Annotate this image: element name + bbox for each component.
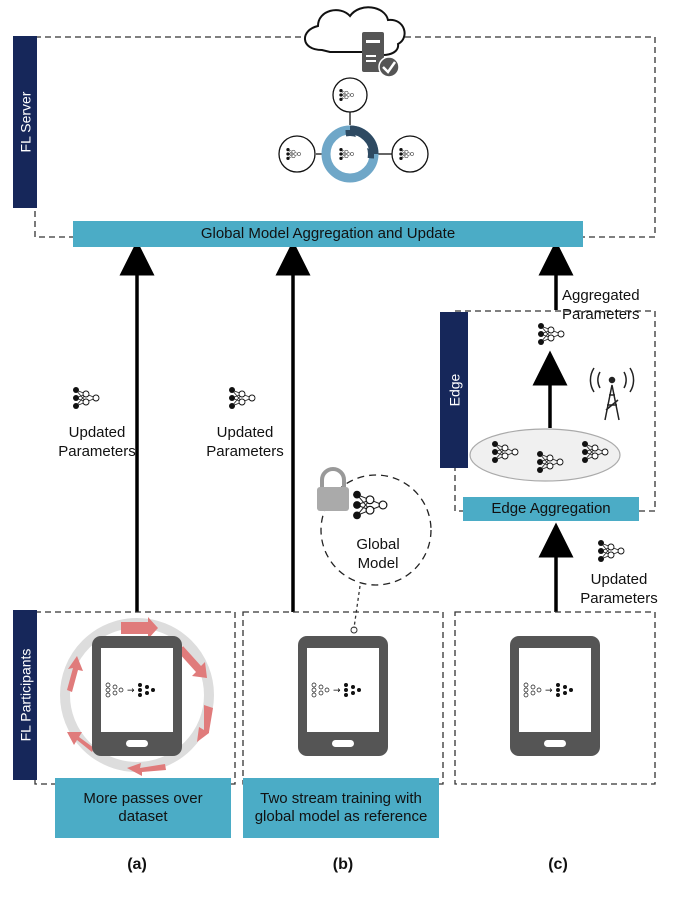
device-b bbox=[298, 636, 388, 756]
aggregated-params-icon bbox=[537, 322, 565, 346]
updated-params-icon-b bbox=[228, 386, 256, 410]
cycle-arrows bbox=[67, 617, 213, 776]
server-check-icon bbox=[362, 32, 400, 78]
lock-icon bbox=[317, 467, 349, 511]
aggregated-params-label: Aggregated Parameters bbox=[562, 287, 640, 323]
cell-tower-icon bbox=[589, 367, 635, 421]
updated-params-label-c: Updated Parameters bbox=[580, 571, 658, 607]
global-model-link bbox=[353, 585, 361, 629]
caption-b: Two stream training with global model as… bbox=[243, 778, 439, 838]
cloud-icon bbox=[304, 6, 406, 57]
global-aggregation-bar: Global Model Aggregation and Update bbox=[73, 221, 583, 247]
updated-params-label-b: Updated Parameters bbox=[206, 424, 284, 460]
edge-label: Edge bbox=[440, 312, 468, 468]
fl-participants-label: FL Participants bbox=[13, 610, 37, 780]
panel-tag-a: (a) bbox=[127, 856, 147, 873]
updated-params-label-a: Updated Parameters bbox=[58, 424, 136, 460]
device-c bbox=[510, 636, 600, 756]
participant-box-c bbox=[454, 611, 656, 785]
updated-params-icon-a bbox=[72, 386, 100, 410]
updated-params-icon-c bbox=[597, 539, 625, 563]
edge-aggregation-bar: Edge Aggregation bbox=[463, 497, 639, 521]
caption-a: More passes over dataset bbox=[55, 778, 231, 838]
edge-models-group bbox=[469, 428, 621, 482]
panel-tag-c: (c) bbox=[548, 856, 568, 873]
model-aggregation-wheel bbox=[278, 77, 429, 183]
global-model-circle bbox=[320, 474, 432, 586]
device-a bbox=[92, 636, 182, 756]
fl-server-label: FL Server bbox=[13, 36, 37, 208]
global-model-label: Global Model bbox=[356, 536, 400, 572]
panel-tag-b: (b) bbox=[332, 856, 354, 873]
